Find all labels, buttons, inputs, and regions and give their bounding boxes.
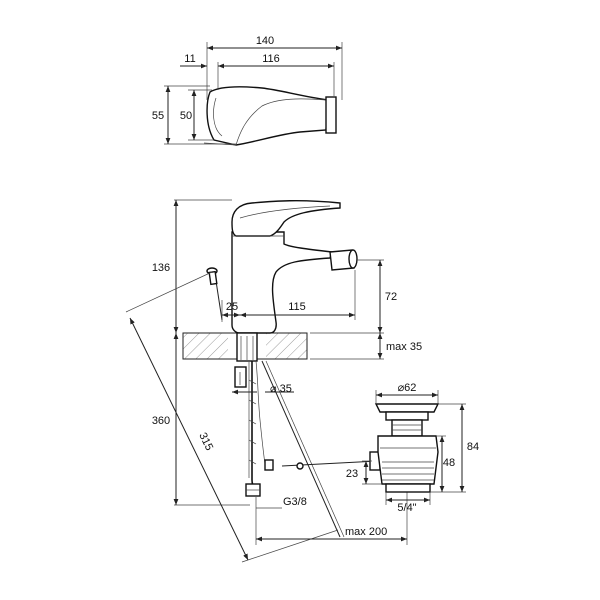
dim-diameter-62: ⌀62 (398, 382, 417, 394)
dim-360: 360 (152, 415, 170, 427)
thread-5-4: 5/4" (397, 502, 416, 514)
dim-23: 23 (346, 468, 358, 480)
dim-140: 140 (256, 35, 274, 47)
top-view: 140 11 116 55 50 (152, 35, 343, 146)
dim-11: 11 (184, 53, 195, 65)
dim-315: 315 (196, 431, 215, 453)
dim-115: 115 (288, 301, 306, 313)
dim-max-35: max 35 (386, 341, 422, 353)
dim-25: 25 (226, 301, 238, 313)
dim-116: 116 (262, 53, 280, 65)
dim-55: 55 (152, 110, 164, 122)
side-view: 136 360 72 max 35 25 115 ⌀ 35 315 G3/8 (125, 199, 422, 563)
handle-cap (325, 96, 337, 134)
flex-hose (251, 361, 257, 491)
dim-72: 72 (385, 291, 397, 303)
dim-84: 84 (467, 441, 479, 453)
waste-plug (374, 403, 440, 413)
dim-136: 136 (152, 262, 170, 274)
dim-diameter-35: ⌀ 35 (270, 383, 292, 395)
handle-outline (206, 86, 329, 146)
thread-g38: G3/8 (283, 496, 307, 508)
dim-max-200: max 200 (345, 526, 387, 538)
waste-view: ⌀62 84 48 23 5/4" (346, 382, 479, 514)
dim-50: 50 (180, 110, 192, 122)
pull-rod (261, 360, 341, 538)
dim-48: 48 (443, 457, 455, 469)
mixer-body (231, 231, 333, 334)
waste-body (377, 435, 439, 485)
